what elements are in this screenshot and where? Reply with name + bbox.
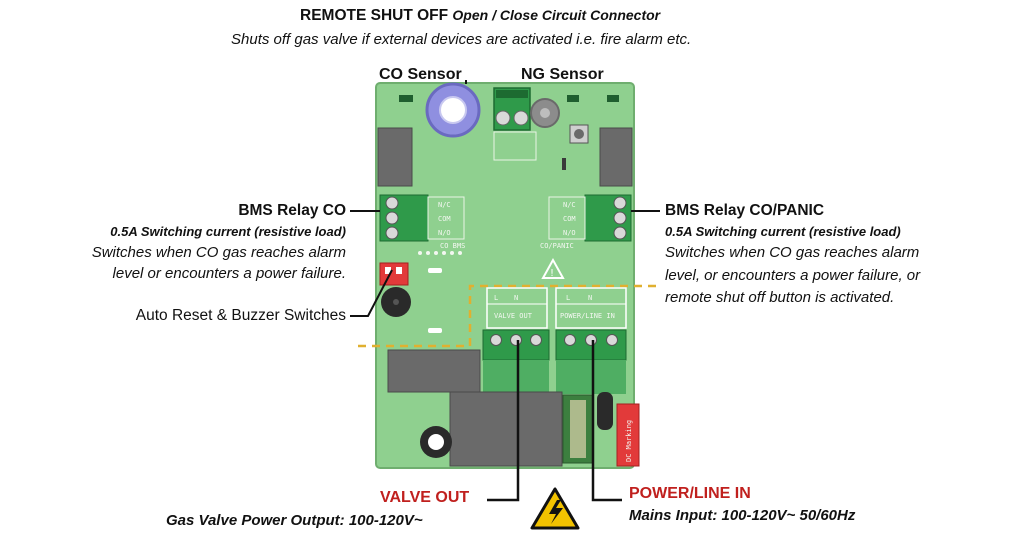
valve-out-label: VALVE OUT [380,489,470,506]
bms-co-panic-label: BMS Relay CO/PANIC [665,202,825,219]
board-label-nc-right: N/C [563,201,576,209]
relay-right-upper [599,127,633,187]
relay-center-lower [449,391,563,467]
remote-shutoff-title: REMOTE SHUT OFF [300,7,449,24]
board-label-dc-marking: DC Marking [625,420,633,462]
bms-co-panic-desc-2: level, or encounters a power failure, or [665,267,921,284]
auto-reset-label: Auto Reset & Buzzer Switches [135,307,346,324]
power-line-in-desc: Mains Input: 100-120V~ 50/60Hz [629,507,856,524]
board-label-com-left: COM [438,215,451,223]
board-warning-icon [541,257,565,279]
board-label-no-right: N/O [563,229,576,237]
power-line-in-label: POWER/LINE IN [629,485,751,502]
bms-co-panic-spec: 0.5A Switching current (resistive load) [665,224,901,239]
bms-co-panic-desc-3: remote shut off button is activated. [665,289,895,306]
dc-marking-tag [616,403,640,467]
board-label-no-left: N/O [438,229,451,237]
board-label-n-power: N [588,294,592,302]
co-sensor-label: CO Sensor [379,66,462,83]
relay-left-upper [377,127,413,187]
board-label-valve-out: VALVE OUT [494,312,533,320]
bms-co-desc-1: Switches when CO gas reaches alarm [91,244,346,261]
board-label-n-valve: N [514,294,518,302]
bms-co-spec: 0.5A Switching current (resistive load) [110,224,346,239]
ng-sensor-label: NG Sensor [521,66,604,83]
board-label-power-line-in: POWER/LINE IN [560,312,615,320]
relay-left-lower [387,349,481,393]
bms-co-label: BMS Relay CO [238,202,346,219]
high-voltage-zone-outline [358,284,660,348]
svg-text:!: ! [550,268,554,279]
board-label-com-right: COM [563,215,576,223]
pin-header-right-b [607,95,619,102]
bms-co-desc-2: level or encounters a power failure. [112,265,346,282]
varistor [597,392,613,430]
board-label-co-panic: CO/PANIC [540,242,574,250]
remote-shutoff-subtitle: Open / Close Circuit Connector [452,7,661,23]
remote-shutoff-description: Shuts off gas valve if external devices … [231,31,692,48]
board-label-co-bms: CO BMS [440,242,465,250]
valve-out-desc: Gas Valve Power Output: 100-120V~ [166,512,423,529]
bms-co-panic-desc-1: Switches when CO gas reaches alarm [665,244,920,261]
board-label-l-valve: L [494,294,498,302]
remote-shutoff-title-line: REMOTE SHUT OFF Open / Close Circuit Con… [300,7,660,25]
board-label-l-power: L [566,294,570,302]
board-label-nc-left: N/C [438,201,451,209]
pin-header-right-a [567,95,579,102]
pin-header-left [399,95,413,102]
